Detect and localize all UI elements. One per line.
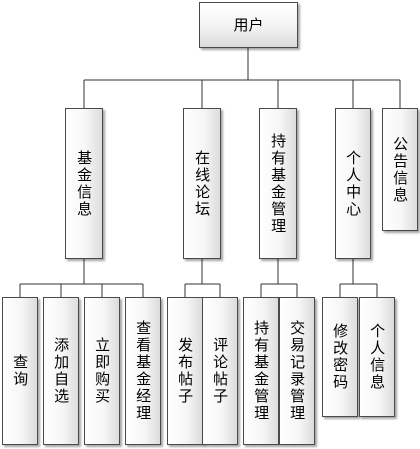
node-personal-center: 个人中心	[335, 108, 371, 259]
node-personal-info: 个人信息	[359, 297, 395, 417]
node-comment-thread: 评论帖子	[202, 297, 238, 445]
node-comment-thread-label: 评论帖子	[211, 337, 230, 405]
node-view-fund-manager: 查看基金经理	[125, 297, 161, 445]
node-online-forum-label: 在线论坛	[193, 149, 212, 218]
node-holding-fund-management: 持有基金管理	[243, 297, 279, 445]
node-post-thread-label: 发布帖子	[176, 337, 195, 405]
node-query-label: 查询	[11, 354, 30, 388]
node-holding-fund-management-label: 持有基金管理	[252, 320, 271, 422]
node-change-password-label: 修改密码	[331, 323, 350, 391]
node-view-fund-manager-label: 查看基金经理	[134, 320, 153, 422]
root-node: 用户	[199, 2, 298, 48]
node-buy-now: 立即购买	[84, 297, 120, 445]
node-personal-info-label: 个人信息	[368, 323, 387, 391]
node-transaction-records: 交易记录管理	[279, 297, 315, 445]
node-holding-management: 持有基金管理	[259, 108, 297, 259]
node-online-forum: 在线论坛	[183, 108, 221, 259]
node-fund-info: 基金信息	[65, 108, 103, 259]
node-announcements-label: 公告信息	[391, 135, 410, 204]
node-query: 查询	[2, 297, 38, 445]
root-node-label: 用户	[233, 15, 264, 34]
node-buy-now-label: 立即购买	[93, 337, 112, 405]
node-add-favorite: 添加自选	[43, 297, 79, 445]
node-holding-management-label: 持有基金管理	[269, 132, 288, 235]
node-post-thread: 发布帖子	[167, 297, 203, 445]
node-personal-center-label: 个人中心	[344, 149, 363, 218]
node-add-favorite-label: 添加自选	[52, 337, 71, 405]
node-transaction-records-label: 交易记录管理	[288, 320, 307, 422]
node-change-password: 修改密码	[322, 297, 358, 417]
node-fund-info-label: 基金信息	[75, 149, 94, 218]
node-announcements: 公告信息	[382, 108, 418, 231]
